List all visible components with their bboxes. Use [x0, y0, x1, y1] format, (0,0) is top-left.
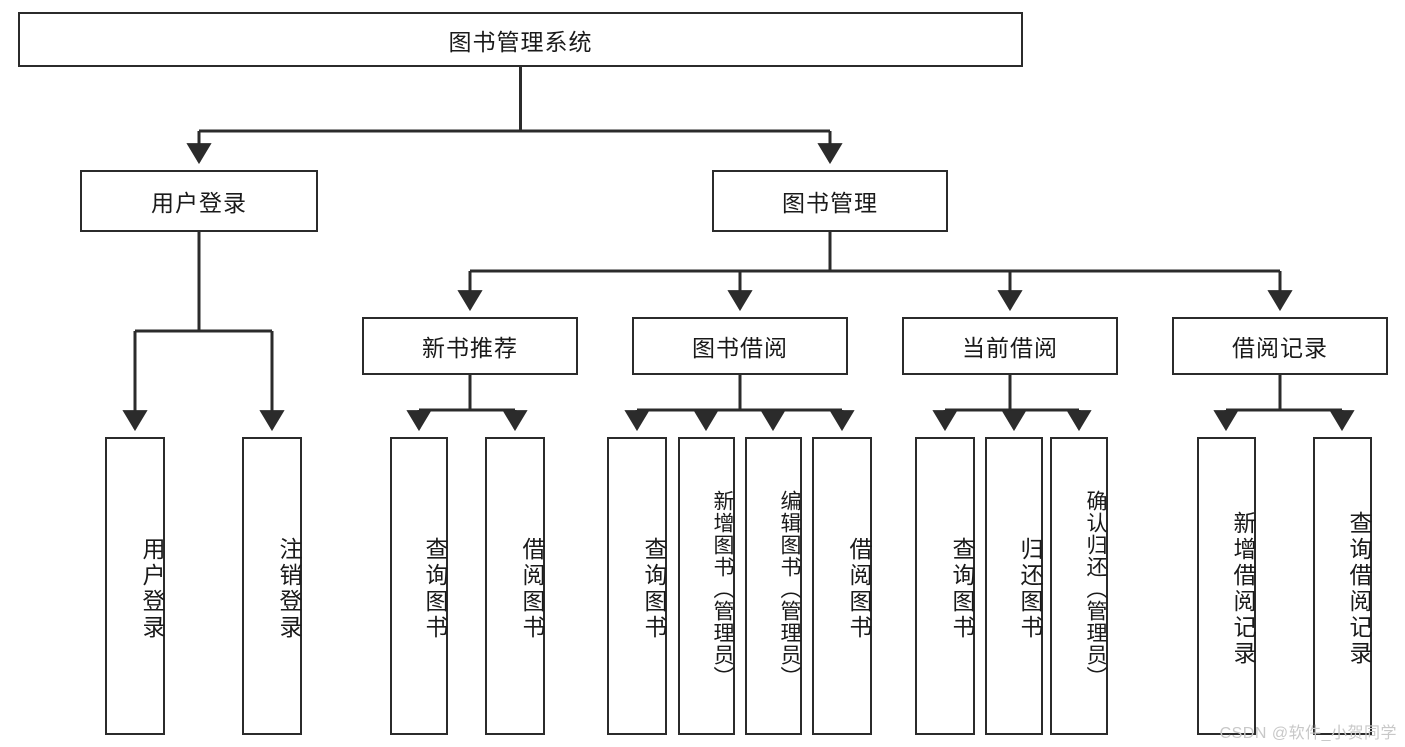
- node-current-borrow-label: 当前借阅: [962, 335, 1058, 361]
- node-book-borrow[interactable]: 图书借阅: [632, 317, 848, 375]
- node-leaf-query-book-borrow-label: 查询图书: [641, 537, 667, 641]
- node-book-borrow-label: 图书借阅: [692, 335, 788, 361]
- node-leaf-confirm-return-admin-label: 确认归还（管理员）: [1084, 490, 1107, 688]
- node-book-management[interactable]: 图书管理: [712, 170, 948, 232]
- node-leaf-add-book-admin[interactable]: 新增图书（管理员）: [678, 437, 735, 735]
- node-user-login[interactable]: 用户登录: [80, 170, 318, 232]
- node-leaf-logout[interactable]: 注销登录: [242, 437, 302, 735]
- node-leaf-return-book-label: 归还图书: [1017, 537, 1043, 641]
- node-root-label: 图书管理系统: [448, 28, 593, 55]
- node-leaf-user-login[interactable]: 用户登录: [105, 437, 165, 735]
- node-leaf-query-borrow-record[interactable]: 查询借阅记录: [1313, 437, 1372, 735]
- node-leaf-query-borrow-record-label: 查询借阅记录: [1346, 511, 1372, 667]
- node-leaf-query-book-recommend-label: 查询图书: [422, 537, 448, 641]
- node-leaf-query-book-recommend[interactable]: 查询图书: [390, 437, 448, 735]
- node-root[interactable]: 图书管理系统: [18, 12, 1023, 67]
- node-borrow-record-label: 借阅记录: [1232, 335, 1328, 361]
- node-leaf-confirm-return-admin[interactable]: 确认归还（管理员）: [1050, 437, 1108, 735]
- node-leaf-add-borrow-record[interactable]: 新增借阅记录: [1197, 437, 1256, 735]
- node-leaf-add-borrow-record-label: 新增借阅记录: [1230, 511, 1256, 667]
- node-book-management-label: 图书管理: [782, 190, 878, 216]
- node-new-book-recommend-label: 新书推荐: [422, 335, 518, 361]
- node-new-book-recommend[interactable]: 新书推荐: [362, 317, 578, 375]
- node-leaf-logout-label: 注销登录: [276, 537, 302, 641]
- node-current-borrow[interactable]: 当前借阅: [902, 317, 1118, 375]
- node-leaf-user-login-label: 用户登录: [139, 537, 165, 641]
- node-leaf-query-book-current-label: 查询图书: [949, 537, 975, 641]
- node-leaf-borrow-book-recommend-label: 借阅图书: [519, 537, 545, 641]
- node-leaf-edit-book-admin-label: 编辑图书（管理员）: [778, 490, 801, 688]
- node-user-login-label: 用户登录: [151, 190, 247, 216]
- node-leaf-query-book-current[interactable]: 查询图书: [915, 437, 975, 735]
- node-leaf-borrow-book-label: 借阅图书: [846, 537, 872, 641]
- node-leaf-edit-book-admin[interactable]: 编辑图书（管理员）: [745, 437, 802, 735]
- node-leaf-query-book-borrow[interactable]: 查询图书: [607, 437, 667, 735]
- node-leaf-add-book-admin-label: 新增图书（管理员）: [711, 490, 734, 688]
- node-leaf-borrow-book[interactable]: 借阅图书: [812, 437, 872, 735]
- node-borrow-record[interactable]: 借阅记录: [1172, 317, 1388, 375]
- node-leaf-borrow-book-recommend[interactable]: 借阅图书: [485, 437, 545, 735]
- watermark-text: CSDN @软件_小贺同学: [1219, 725, 1397, 742]
- node-leaf-return-book[interactable]: 归还图书: [985, 437, 1043, 735]
